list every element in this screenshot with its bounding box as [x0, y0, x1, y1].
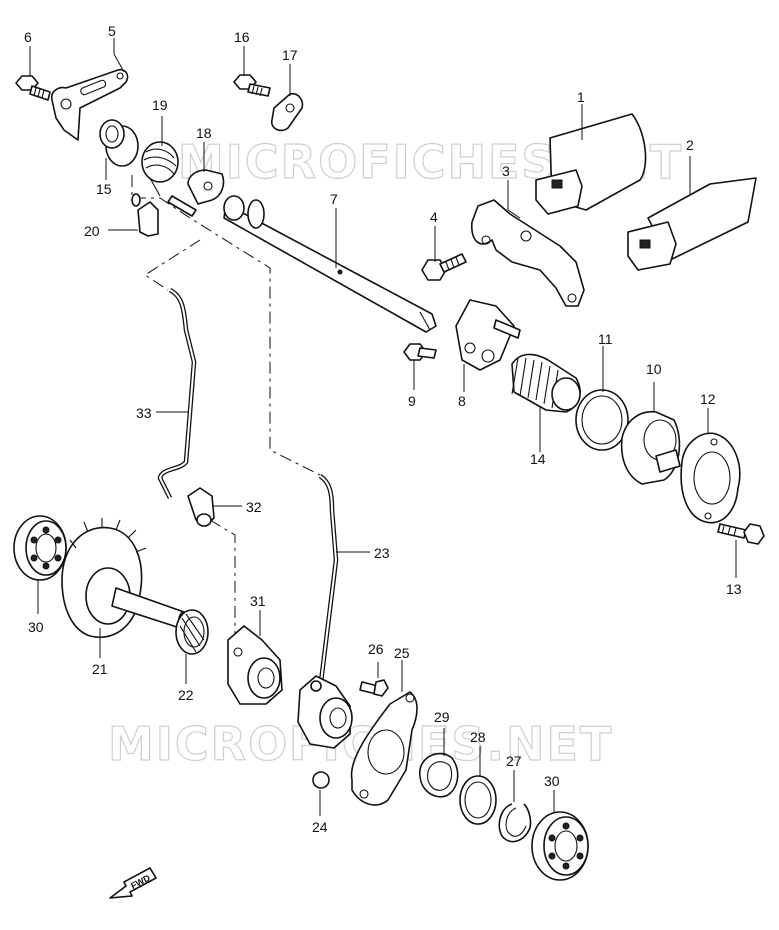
callout-15: 15: [96, 181, 112, 197]
spring-part-19: [141, 141, 179, 197]
leader-lines: [29, 38, 737, 816]
cover-part-2: [627, 177, 757, 271]
callout-16: 16: [234, 29, 250, 45]
callout-11: 11: [598, 331, 613, 347]
callout-7: 7: [330, 191, 338, 207]
callout-30-left: 30: [28, 619, 44, 635]
bearing-part-22: [175, 609, 209, 655]
forward-arrow-icon: FWD: [109, 867, 157, 899]
bracket-part-18: [167, 169, 225, 217]
callout-33: 32: [246, 499, 262, 515]
cap-part-10: [620, 411, 681, 485]
callout-26: 26: [368, 641, 384, 657]
callout-22: 22: [178, 687, 194, 703]
callout-5: 5: [108, 23, 116, 39]
callout-4: 4: [430, 209, 438, 225]
callout-9: 9: [408, 393, 416, 409]
bushing-part-15: [99, 119, 139, 167]
bearing-part-30-left: [13, 515, 67, 581]
callout-32: 33: [136, 405, 152, 421]
snap-ring-part-27: [498, 803, 532, 843]
bolt-part-13: [717, 523, 765, 545]
callout-2: 2: [686, 137, 694, 153]
screw-part-26: [359, 679, 389, 697]
plate-part-25: [350, 691, 418, 806]
cover-part-1: [535, 113, 647, 215]
callout-23: 23: [374, 545, 390, 561]
callout-6: 6: [24, 29, 32, 45]
rod-part-32: [157, 287, 197, 500]
callout-17: 17: [282, 47, 298, 63]
callout-19: 19: [152, 97, 168, 113]
callout-27: 27: [506, 753, 522, 769]
callout-18: 18: [196, 125, 212, 141]
shaft-part-7: [223, 195, 437, 333]
bolt-part-9: [403, 343, 437, 361]
gasket-part-12: [680, 432, 741, 524]
assembly-line: [144, 239, 201, 291]
callout-12: 12: [700, 391, 716, 407]
ball-part-24: [312, 771, 330, 789]
callout-29: 29: [434, 709, 450, 725]
plate-part-5: [50, 68, 129, 141]
washer-part-17: [270, 92, 304, 132]
callout-10: 10: [646, 361, 662, 377]
plate-part-3: [470, 199, 585, 307]
callout-14: 14: [530, 451, 546, 467]
bearing-part-30-right: [531, 811, 589, 881]
oring-part-11: [575, 389, 629, 451]
gear-part-21: [61, 518, 190, 638]
lever-arm-part-23: [297, 675, 353, 749]
callout-28: 28: [470, 729, 486, 745]
oring-part-28: [459, 775, 497, 825]
clip-part-33: [187, 487, 215, 527]
rod-part-23: [317, 474, 339, 691]
callout-1: 1: [577, 89, 585, 105]
lever-part-31: [227, 625, 283, 705]
pin-part-20: [131, 193, 159, 237]
assembly-line: [209, 519, 236, 640]
callout-31: 31: [250, 593, 266, 609]
bolt-part-4: [421, 253, 467, 281]
bolt-part-6: [15, 75, 51, 101]
callout-20: 20: [84, 223, 100, 239]
callout-25: 25: [394, 645, 410, 661]
lever-part-8: [455, 299, 521, 371]
seal-part-29: [419, 752, 459, 798]
spring-part-14: [511, 353, 581, 413]
callout-8: 8: [458, 393, 466, 409]
callout-13: 13: [726, 581, 742, 597]
callout-3: 3: [502, 163, 510, 179]
callout-24: 24: [312, 819, 328, 835]
callout-30-right: 30: [544, 773, 560, 789]
bolt-part-16: [233, 74, 271, 97]
callout-21: 21: [92, 661, 108, 677]
